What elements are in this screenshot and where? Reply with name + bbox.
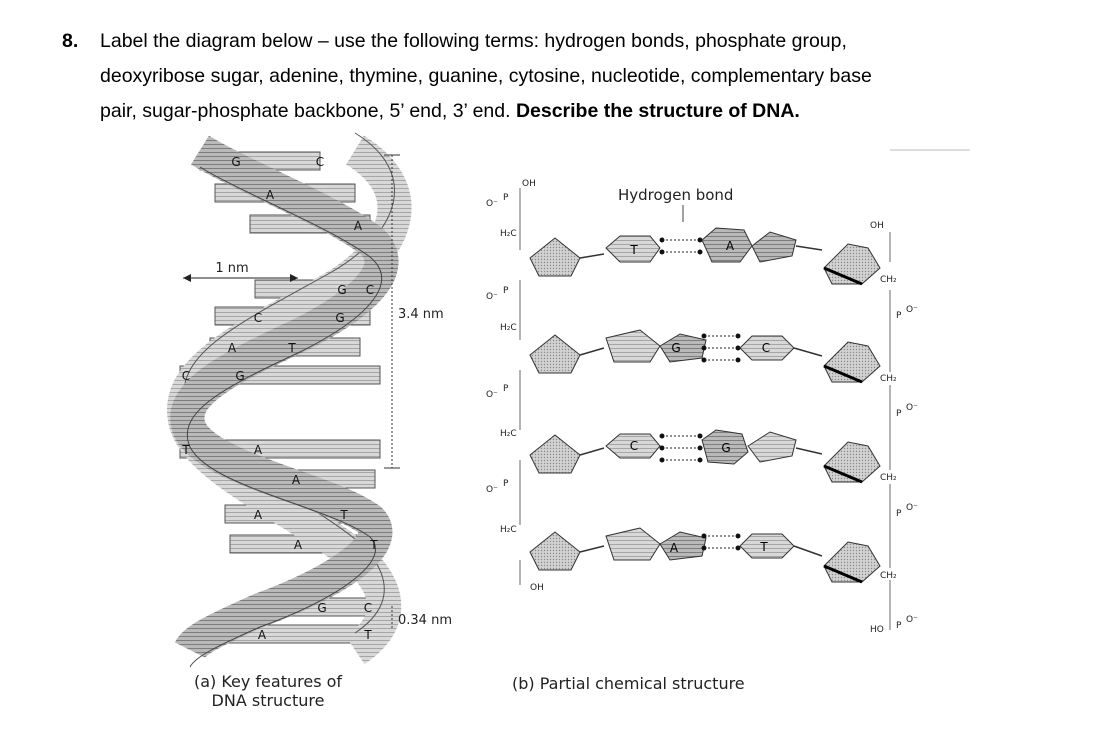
base-label: T: [287, 341, 296, 355]
left-bottom-oh: OH: [530, 583, 544, 593]
base-label: A: [228, 341, 237, 355]
left-top-oh: OH: [522, 179, 536, 189]
phosphate-o-minus: O⁻: [486, 390, 498, 400]
base-label: C: [182, 369, 190, 383]
right-bottom-ho: HO: [870, 625, 884, 635]
panel-b-caption: (b) Partial chemical structure: [512, 674, 745, 693]
base-labels: G C A A G C C G A T C G T A A A T A T G …: [181, 155, 378, 642]
base-letter: G: [721, 441, 730, 455]
phosphate-o-minus: O⁻: [486, 485, 498, 495]
nucleotide-row-2: G C: [529, 329, 881, 384]
base-letter: A: [670, 541, 679, 555]
base-label: G: [335, 311, 344, 325]
width-dimension: 1 nm: [183, 261, 298, 282]
right-backbone: OH CH₂ P O⁻ CH₂ P O⁻ CH₂ P O⁻ CH₂ HO P O…: [870, 221, 918, 635]
base-label: G: [337, 283, 346, 297]
base-label: C: [254, 311, 262, 325]
question-line-1: Label the diagram below – use the follow…: [100, 30, 847, 52]
base-label: A: [292, 473, 301, 487]
sugar-h2c: H₂C: [500, 323, 517, 333]
panel-a-caption-line-2: DNA structure: [211, 691, 325, 710]
phosphate-o-minus: O⁻: [906, 403, 918, 413]
nucleotide-row-4: A T: [529, 527, 881, 584]
left-backbone: OH P O⁻ H₂C P O⁻ H₂C P O⁻ H₂C P O⁻ H₂C O…: [486, 179, 544, 593]
helix-strand-front: [170, 135, 399, 660]
question-number: 8.: [62, 30, 79, 52]
double-helix: G C A A G C C G A T C G T A A A T A T G …: [167, 132, 452, 668]
phosphate-p: P: [503, 479, 509, 489]
base-label: T: [181, 443, 190, 457]
phosphate-p: P: [896, 621, 902, 631]
base-label: T: [339, 508, 348, 522]
sugar-ch2: CH₂: [880, 571, 897, 581]
sugar-h2c: H₂C: [500, 429, 517, 439]
phosphate-o-minus: O⁻: [486, 292, 498, 302]
question-line-3: pair, sugar-phosphate backbone, 5’ end, …: [100, 94, 800, 129]
phosphate-p: P: [896, 509, 902, 519]
base-letter: T: [629, 243, 638, 257]
base-letter: T: [759, 540, 768, 554]
pitch-label: 3.4 nm: [398, 307, 444, 322]
panel-a-caption: (a) Key features of DNA structure: [178, 672, 358, 710]
rise-dimension: 0.34 nm: [391, 606, 452, 630]
base-label: A: [254, 508, 263, 522]
phosphate-p: P: [503, 193, 509, 203]
phosphate-p: P: [503, 286, 509, 296]
question-line-3-text: pair, sugar-phosphate backbone, 5’ end, …: [100, 100, 516, 122]
base-label: G: [235, 369, 244, 383]
rise-label: 0.34 nm: [398, 613, 452, 628]
base-label: G: [231, 155, 240, 169]
hydrogen-bond-label: Hydrogen bond: [618, 186, 733, 204]
phosphate-o-minus: O⁻: [906, 615, 918, 625]
base-label: A: [294, 538, 303, 552]
chemical-structure: OH P O⁻ H₂C P O⁻ H₂C P O⁻ H₂C P O⁻ H₂C O…: [486, 179, 918, 635]
question-line-2: deoxyribose sugar, adenine, thymine, gua…: [100, 65, 872, 87]
sugar-ch2: CH₂: [880, 473, 897, 483]
phosphate-p: P: [896, 409, 902, 419]
width-label: 1 nm: [215, 261, 248, 276]
question-instruction: Describe the structure of DNA.: [515, 100, 800, 122]
base-label: A: [354, 219, 363, 233]
phosphate-o-minus: O⁻: [486, 199, 498, 209]
nucleotide-row-3: C G: [529, 429, 881, 484]
base-letter: C: [762, 341, 770, 355]
base-label: T: [369, 538, 378, 552]
base-label: A: [254, 443, 263, 457]
sugar-h2c: H₂C: [500, 229, 517, 239]
base-letter: G: [671, 341, 680, 355]
sugar-ch2: CH₂: [880, 275, 897, 285]
base-label: T: [363, 628, 372, 642]
base-label: C: [366, 283, 374, 297]
base-letter: C: [630, 439, 638, 453]
base-label: A: [258, 628, 267, 642]
right-top-oh: OH: [870, 221, 884, 231]
base-label: G: [317, 601, 326, 615]
sugar-ch2: CH₂: [880, 374, 897, 384]
phosphate-o-minus: O⁻: [906, 503, 918, 513]
phosphate-p: P: [896, 311, 902, 321]
nucleotide-row-1: T A: [529, 227, 881, 286]
base-label: A: [266, 188, 275, 202]
phosphate-p: P: [503, 384, 509, 394]
base-letter: A: [726, 239, 735, 253]
pitch-dimension: 3.4 nm: [384, 154, 444, 469]
base-label: C: [316, 155, 324, 169]
base-label: C: [364, 601, 372, 615]
panel-a-caption-line-1: (a) Key features of: [193, 672, 343, 691]
sugar-h2c: H₂C: [500, 525, 517, 535]
phosphate-o-minus: O⁻: [906, 305, 918, 315]
